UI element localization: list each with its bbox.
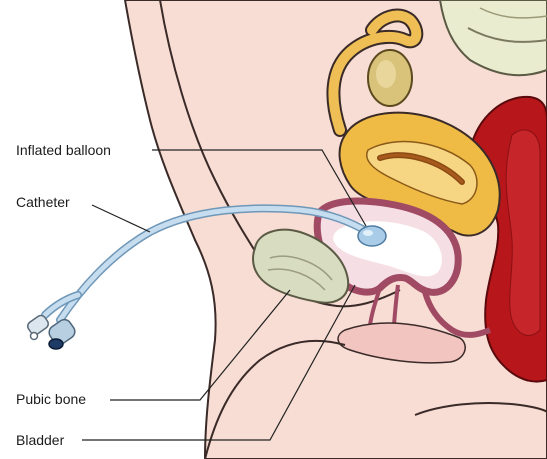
label-catheter: Catheter [16,194,70,210]
label-bladder: Bladder [16,432,64,448]
rectum-inner [506,130,540,335]
inflated-balloon [358,226,386,246]
catheter-ports [26,314,78,349]
label-inflated-balloon: Inflated balloon [16,142,111,158]
leader-catheter [92,205,150,232]
label-pubic-bone: Pubic bone [16,391,86,407]
